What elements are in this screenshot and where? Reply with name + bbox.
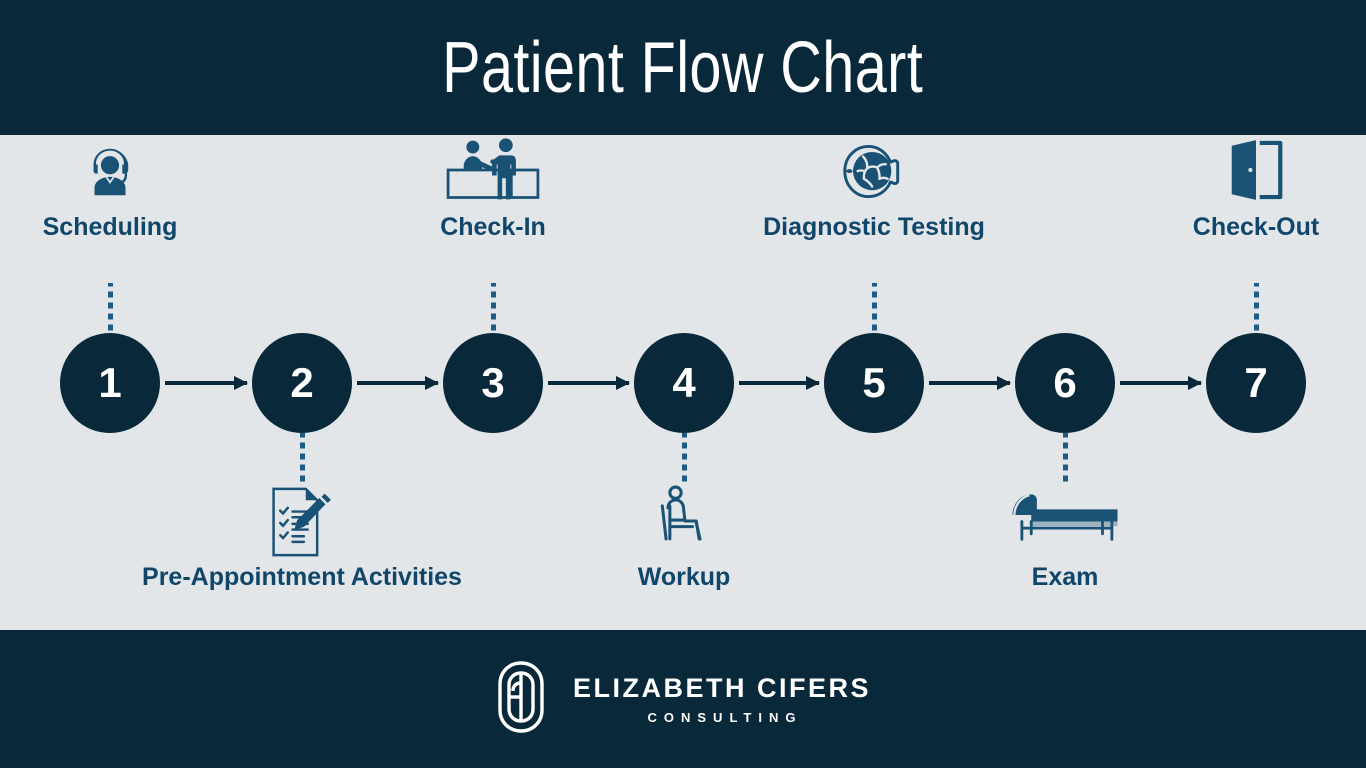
dotted-stem-4 <box>681 433 687 485</box>
step-label: Exam <box>1031 563 1099 591</box>
step-node-1[interactable]: 1 <box>60 333 160 433</box>
step-callout-5: Diagnostic Testing <box>654 133 1094 240</box>
step-node-3[interactable]: 3 <box>443 333 543 433</box>
connector-arrow-2-to-3 <box>357 376 439 390</box>
brand-logo: ELIZABETH CIFERS CONSULTING <box>495 660 871 739</box>
dotted-stem-2 <box>299 433 305 485</box>
step-label: Diagnostic Testing <box>763 213 985 241</box>
page-title: Patient Flow Chart <box>442 27 924 108</box>
step-number: 5 <box>862 359 886 406</box>
step-node-5[interactable]: 5 <box>824 333 924 433</box>
step-callout-2: Pre-Appointment Activities <box>82 485 522 590</box>
monogram-logo-icon <box>495 660 547 739</box>
connector-arrow-3-to-4 <box>548 376 630 390</box>
step-node-7[interactable]: 7 <box>1206 333 1306 433</box>
step-callout-7: Check-Out <box>1036 133 1366 240</box>
page-header: Patient Flow Chart <box>0 0 1366 135</box>
reception-desk-icon <box>273 133 713 203</box>
step-callout-3: Check-In <box>273 133 713 240</box>
step-callout-6: Exam <box>845 485 1285 590</box>
step-label: Workup <box>637 563 731 591</box>
connector-arrow-1-to-2 <box>165 376 248 390</box>
step-number: 2 <box>290 359 314 406</box>
exam-table-icon <box>845 485 1285 555</box>
dotted-stem-5 <box>871 283 877 333</box>
connector-arrow-4-to-5 <box>739 376 820 390</box>
step-number: 1 <box>98 359 122 406</box>
step-node-6[interactable]: 6 <box>1015 333 1115 433</box>
seated-patient-icon <box>464 485 904 555</box>
headset-agent-icon <box>0 133 330 203</box>
step-callout-4: Workup <box>464 485 904 590</box>
checklist-pen-icon <box>82 485 522 557</box>
step-label: Check-Out <box>1192 213 1320 241</box>
open-door-icon <box>1036 133 1366 203</box>
step-label: Scheduling <box>42 213 178 241</box>
connector-arrow-5-to-6 <box>929 376 1011 390</box>
eye-anatomy-icon <box>654 133 1094 203</box>
step-number: 6 <box>1053 359 1077 406</box>
step-label: Pre-Appointment Activities <box>142 563 462 591</box>
brand-tagline: CONSULTING <box>647 710 803 726</box>
dotted-stem-1 <box>107 283 113 333</box>
connector-arrow-6-to-7 <box>1120 376 1202 390</box>
step-number: 3 <box>481 359 505 406</box>
step-callout-1: Scheduling <box>0 133 330 240</box>
step-label: Check-In <box>440 213 546 241</box>
page-footer: ELIZABETH CIFERS CONSULTING <box>0 630 1366 768</box>
step-node-4[interactable]: 4 <box>634 333 734 433</box>
dotted-stem-7 <box>1253 283 1259 333</box>
dotted-stem-6 <box>1062 433 1068 485</box>
brand-text: ELIZABETH CIFERS CONSULTING <box>572 672 871 726</box>
dotted-stem-3 <box>490 283 496 333</box>
step-number: 4 <box>672 359 696 406</box>
brand-name: ELIZABETH CIFERS <box>572 672 871 703</box>
step-number: 7 <box>1244 359 1268 406</box>
step-node-2[interactable]: 2 <box>252 333 352 433</box>
